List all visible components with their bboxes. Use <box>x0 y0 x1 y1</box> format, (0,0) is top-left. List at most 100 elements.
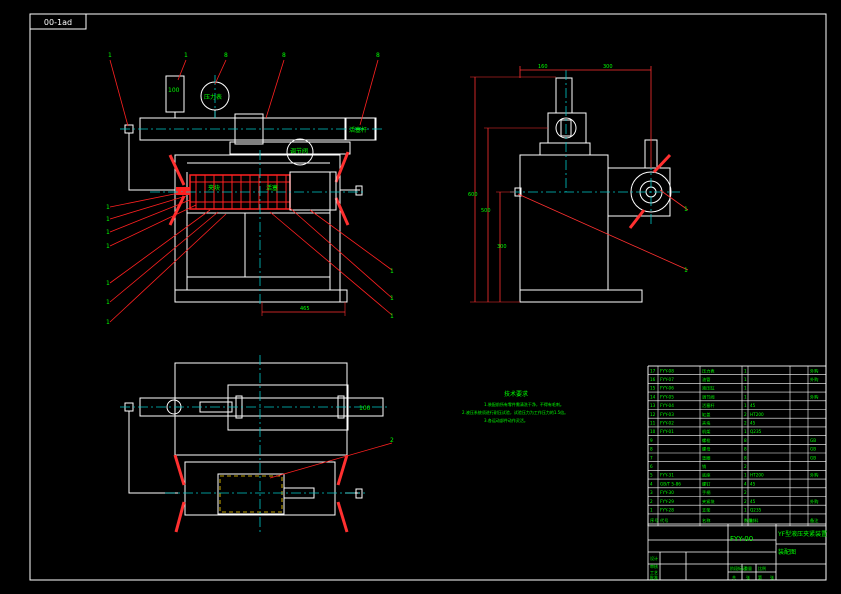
title-block-text: FYY-00 YF型液压夹紧装置 装配图 阶段标记 重量 比例 设计 审核 工艺… <box>650 530 827 580</box>
sheet-label: 第 <box>758 574 762 580</box>
callout: 1 <box>106 280 110 287</box>
part-note: GB <box>810 447 816 452</box>
part-code: FYY-07 <box>660 377 674 382</box>
table-header-cell: 名称 <box>702 517 710 524</box>
rod-tag: 活塞杆 <box>349 126 367 134</box>
part-name: 底座 <box>702 472 710 479</box>
callout: 1 <box>684 206 688 213</box>
callout: 1 <box>106 243 110 250</box>
small-gauge-tag: 调节阀 <box>290 147 308 155</box>
part-qty: 1 <box>744 377 747 382</box>
part-qty: 4 <box>744 481 747 486</box>
part-name: 油管 <box>702 376 710 383</box>
side-dims <box>470 66 689 303</box>
row-index: 14 <box>650 394 656 399</box>
callout: 8 <box>224 52 228 59</box>
stage-label: 阶段标记 <box>730 565 746 571</box>
part-name: 调节阀 <box>702 393 715 400</box>
plan-leader <box>269 442 393 479</box>
part-material: HT200 <box>750 412 764 417</box>
title-stamp-box <box>29 13 87 30</box>
callout: 8 <box>282 52 286 59</box>
sign-label: 批准 <box>650 574 658 580</box>
row-index: 6 <box>650 464 653 469</box>
part-name: 销 <box>702 463 706 470</box>
part-material: 45 <box>750 421 756 426</box>
table-header-cell: 序号 <box>650 517 658 524</box>
part-material: HT200 <box>750 473 764 478</box>
sheet-label: 共 <box>732 574 736 580</box>
part-name: 手柄 <box>702 489 710 496</box>
drawing-title: YF型液压夹紧装置 <box>777 530 827 538</box>
dim-text: 600 <box>468 192 478 198</box>
part-note: 外购 <box>810 498 818 505</box>
part-qty: 2 <box>744 499 747 504</box>
part-code: FYY-30 <box>660 490 674 495</box>
callout: 1 <box>684 267 688 274</box>
part-name: 夹块 <box>702 420 711 427</box>
body-tag-b: 活塞 <box>266 184 278 192</box>
row-index: 13 <box>650 403 656 408</box>
table-header-cell: 材料 <box>750 517 759 524</box>
dim-text: 300 <box>497 244 507 250</box>
side-centerlines <box>510 70 680 225</box>
dim-text: 500 <box>481 208 491 214</box>
part-name: 垫圈 <box>702 454 710 461</box>
row-index: 15 <box>650 386 656 391</box>
part-name: 液压缸 <box>702 385 715 392</box>
part-material: 45 <box>750 403 756 408</box>
row-index: 5 <box>650 473 653 478</box>
company: 装配图 <box>778 548 796 556</box>
part-code: GB/T 5-86 <box>660 481 681 486</box>
sheet-label: 张 <box>770 574 774 580</box>
table-header-cell: 数量 <box>744 517 752 524</box>
part-qty: 2 <box>744 412 747 417</box>
part-qty: 1 <box>744 394 747 399</box>
part-code: FYY-08 <box>660 368 674 373</box>
front-labels: 100 压力表 活塞杆 夹块 活塞 调节阀 <box>168 87 367 192</box>
front-bottom-dim: 465 <box>261 302 346 316</box>
part-qty: 8 <box>744 438 747 443</box>
side-dim-text: 160 300 600 500 300 1 1 <box>468 64 688 274</box>
part-name: 机架 <box>702 428 710 435</box>
note-line: 2.液压系统须进行耐压试验，试验压力为工作压力的1.5倍。 <box>462 409 568 415</box>
part-material: 45 <box>750 481 756 486</box>
part-qty: 1 <box>744 508 747 513</box>
row-index: 16 <box>650 377 656 382</box>
sheet-label: 张 <box>746 574 750 580</box>
row-index: 7 <box>650 455 653 460</box>
part-code: FYY-31 <box>660 473 674 478</box>
drawing-number: FYY-00 <box>730 535 753 543</box>
part-qty: 1 <box>744 473 747 478</box>
dim-text: 300 <box>603 64 613 70</box>
plan-centerlines <box>120 355 390 535</box>
front-centerlines <box>120 75 385 305</box>
callout: 1 <box>106 229 110 236</box>
sign-label: 审核 <box>650 563 658 569</box>
part-note: 外购 <box>810 376 818 383</box>
callout: 1 <box>106 216 110 223</box>
table-header-cell: 代号 <box>660 517 668 524</box>
row-index: 8 <box>650 447 653 452</box>
row-index: 11 <box>650 421 656 426</box>
table-header-cell: 备注 <box>810 517 819 524</box>
title-block <box>647 523 827 581</box>
part-material: 45 <box>750 499 756 504</box>
part-name: 活塞杆 <box>702 402 715 409</box>
callout: 1 <box>106 299 110 306</box>
sign-label: 设计 <box>650 555 658 561</box>
row-index: 12 <box>650 412 656 417</box>
part-name: 压力表 <box>702 367 715 374</box>
front-callouts: 1 1 8 8 8 1 1 1 1 1 1 1 1 1 1 <box>106 52 394 326</box>
gauge-tag: 压力表 <box>204 93 222 101</box>
part-qty: 2 <box>744 490 747 495</box>
callout: 1 <box>390 295 394 302</box>
part-code: FYY-04 <box>660 403 674 408</box>
callout: 8 <box>376 52 380 59</box>
part-qty: 8 <box>744 455 747 460</box>
callout: 1 <box>390 268 394 275</box>
callout: 1 <box>108 52 112 59</box>
part-qty: 1 <box>744 386 747 391</box>
